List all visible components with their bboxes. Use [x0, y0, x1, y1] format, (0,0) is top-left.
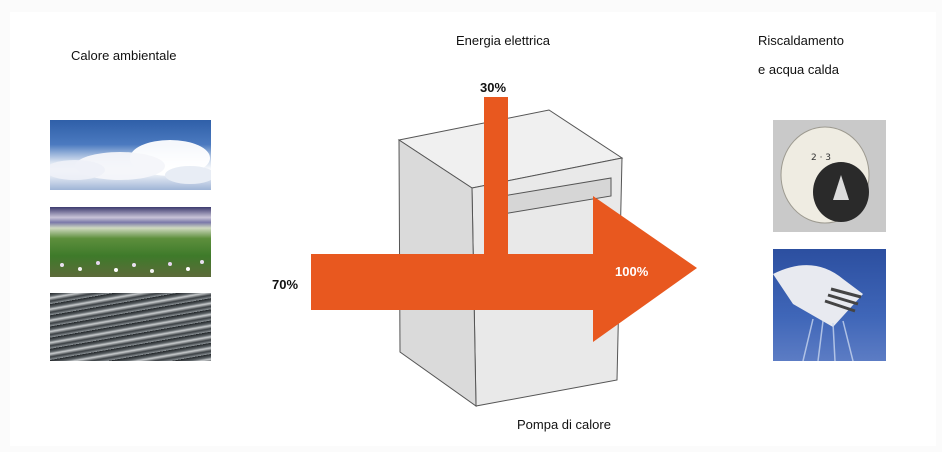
thermostat-valve-photo: 2 · 3: [773, 120, 886, 232]
meadow-photo: [50, 207, 211, 277]
heating-label-line2: e acqua calda: [758, 62, 839, 77]
electric-energy-arrow: [484, 97, 508, 257]
ambient-percentage: 70%: [272, 277, 299, 292]
heat-flow-arrow: [311, 196, 697, 342]
heat-pump-label: Pompa di calore: [517, 417, 611, 432]
water-photo: [50, 293, 211, 361]
electric-energy-label: Energia elettrica: [456, 33, 550, 48]
output-percentage: 100%: [615, 264, 649, 279]
heating-label-line1: Riscaldamento: [758, 33, 844, 48]
sky-clouds-photo: [50, 120, 211, 190]
shower-head-photo: [773, 249, 886, 361]
electric-percentage: 30%: [480, 80, 507, 95]
svg-text:2 · 3: 2 · 3: [811, 153, 831, 163]
ambient-heat-label: Calore ambientale: [71, 48, 177, 63]
